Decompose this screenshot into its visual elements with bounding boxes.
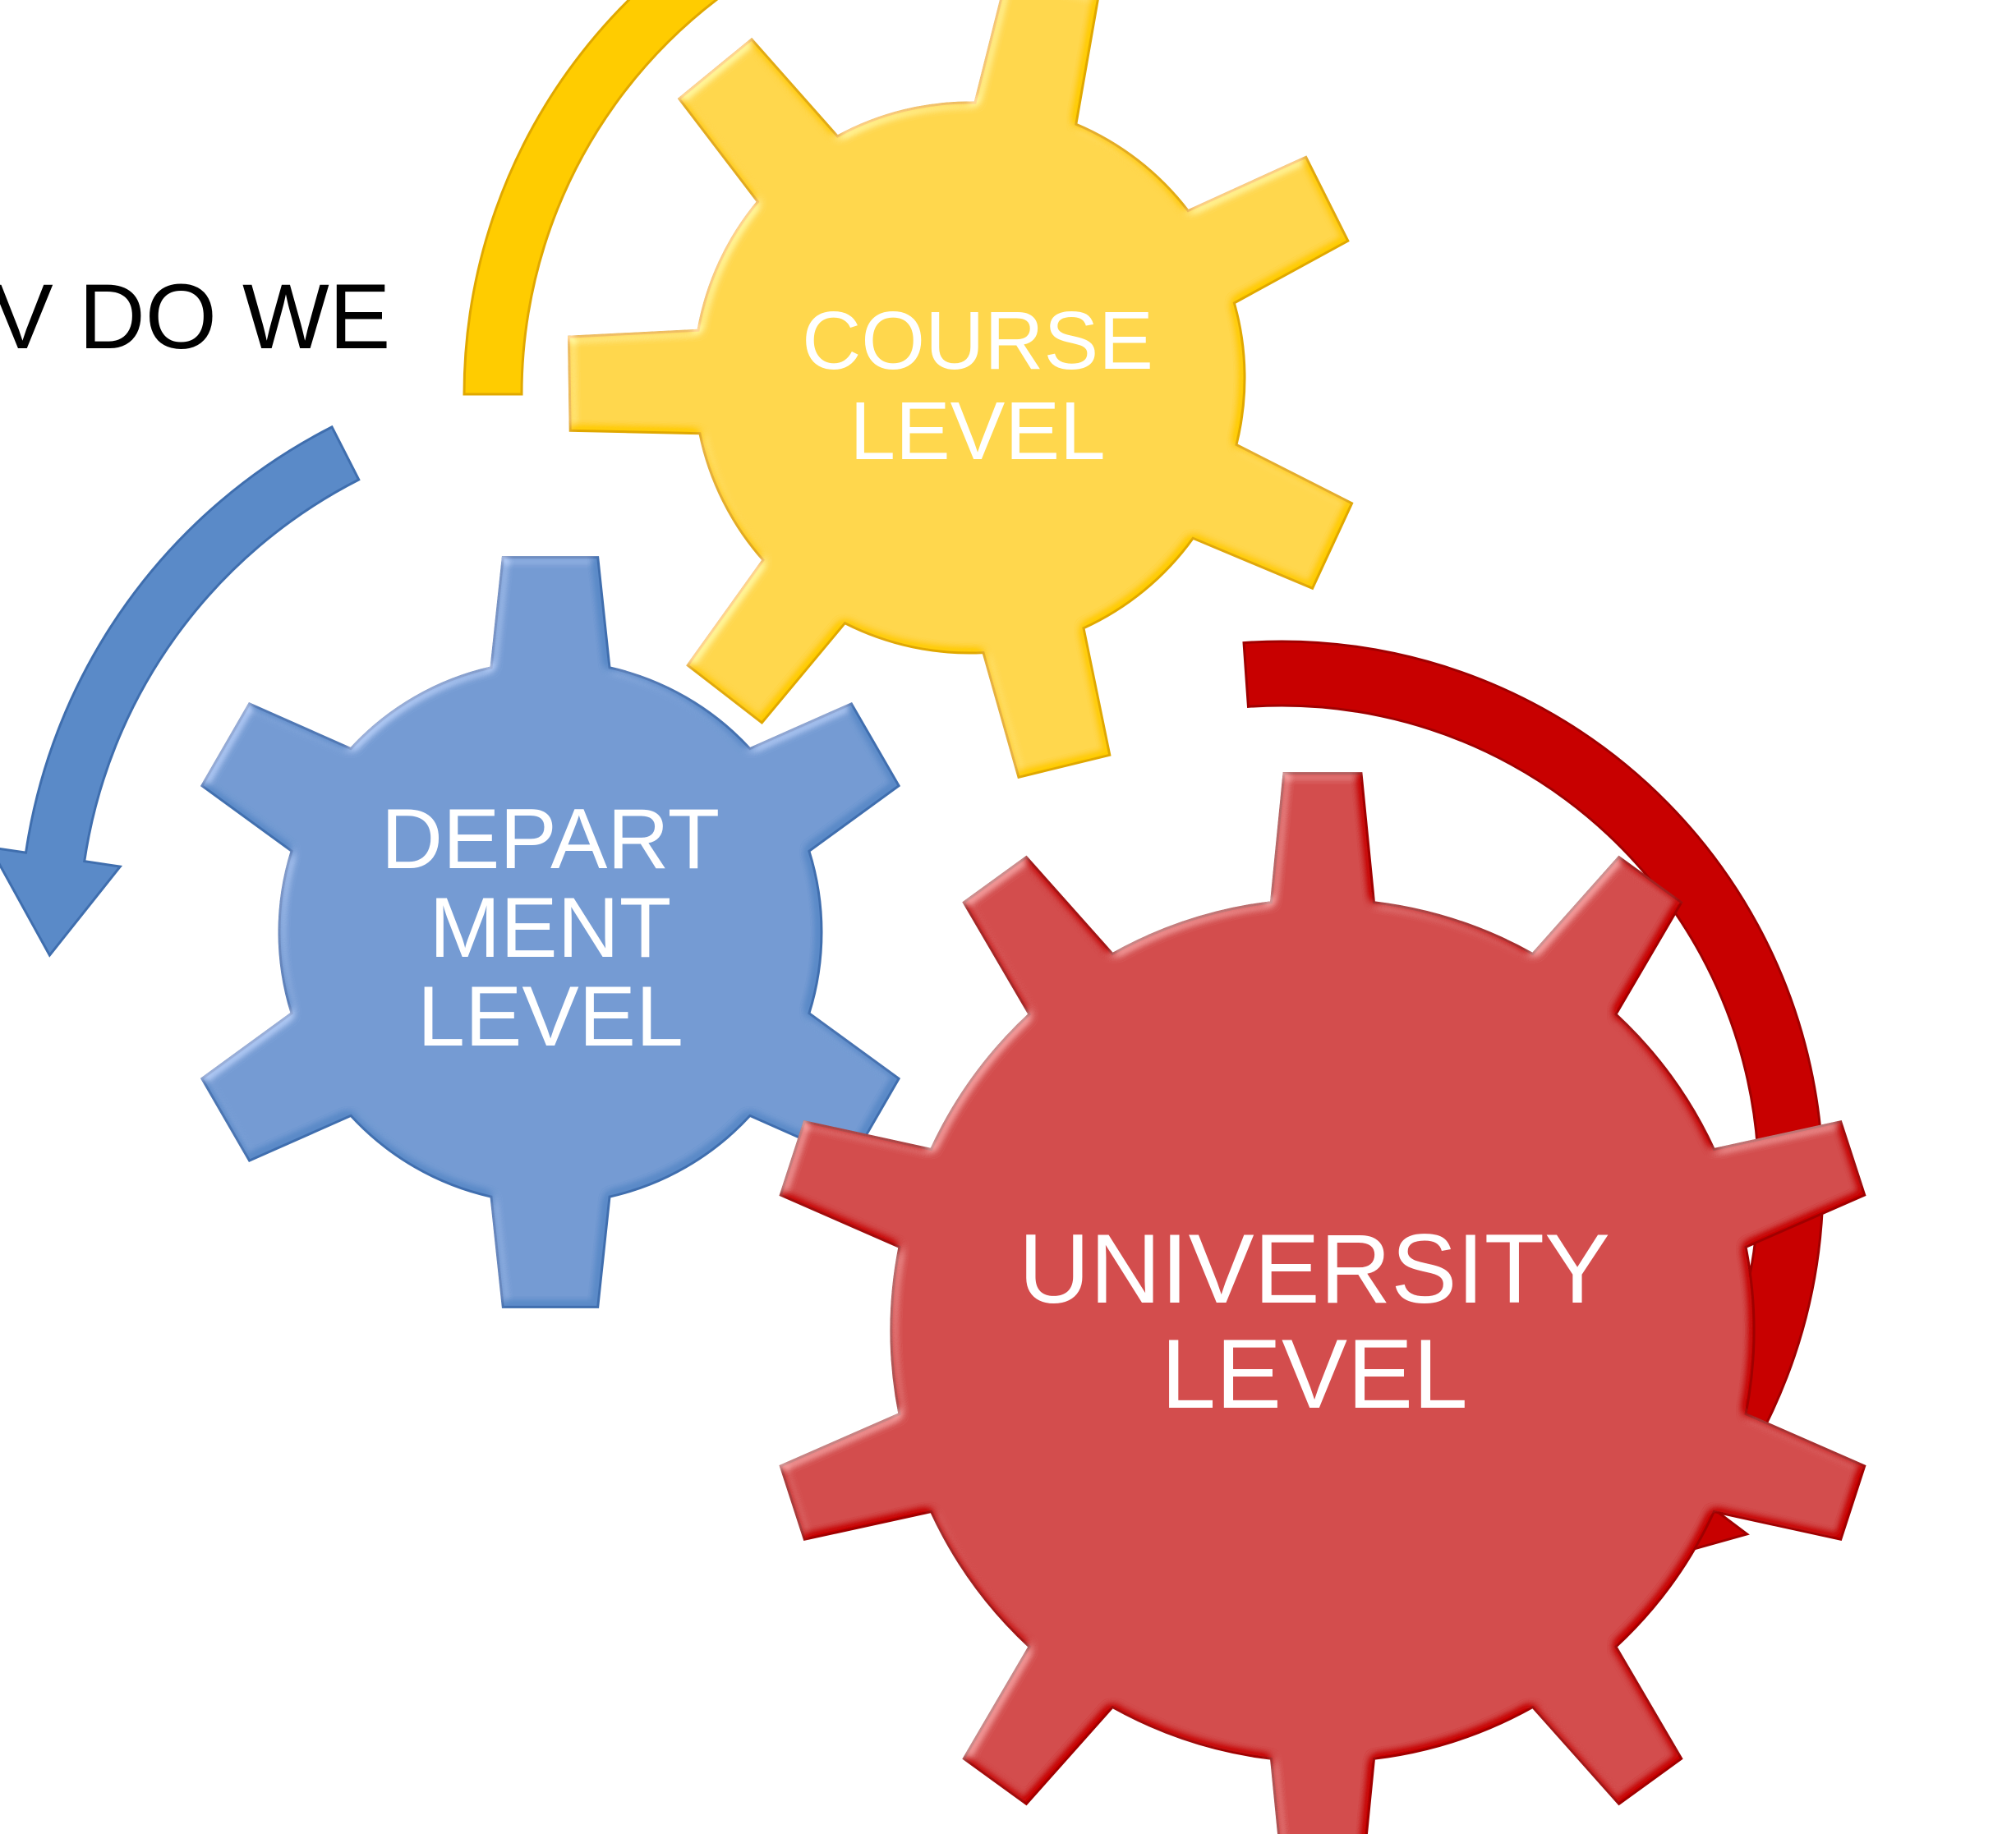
university-gear bbox=[779, 772, 1866, 1834]
university-level-label: UNIVERSITY LEVEL bbox=[945, 1220, 1684, 1430]
course-gear bbox=[567, 0, 1354, 779]
course-label-line2: LEVEL bbox=[849, 385, 1106, 477]
department-label-line1: DEPART bbox=[380, 792, 720, 887]
university-label-line2: LEVEL bbox=[1161, 1319, 1468, 1429]
heading-partial-text: V DO WE bbox=[0, 265, 391, 368]
department-label-line3: LEVEL bbox=[417, 969, 684, 1064]
university-label-line1: UNIVERSITY bbox=[1018, 1214, 1611, 1324]
course-label-line1: COURSE bbox=[802, 295, 1153, 387]
department-gear bbox=[200, 556, 901, 1308]
course-level-label: COURSE LEVEL bbox=[715, 300, 1240, 480]
curved-arrow-down-clockwise-icon bbox=[1242, 640, 1825, 1575]
curved-arrow-up-right-icon bbox=[463, 0, 719, 396]
department-level-label: DEPART MENT LEVEL bbox=[304, 797, 797, 1063]
curved-arrow-down-left-icon bbox=[0, 425, 361, 958]
department-label-line2: MENT bbox=[429, 880, 672, 976]
